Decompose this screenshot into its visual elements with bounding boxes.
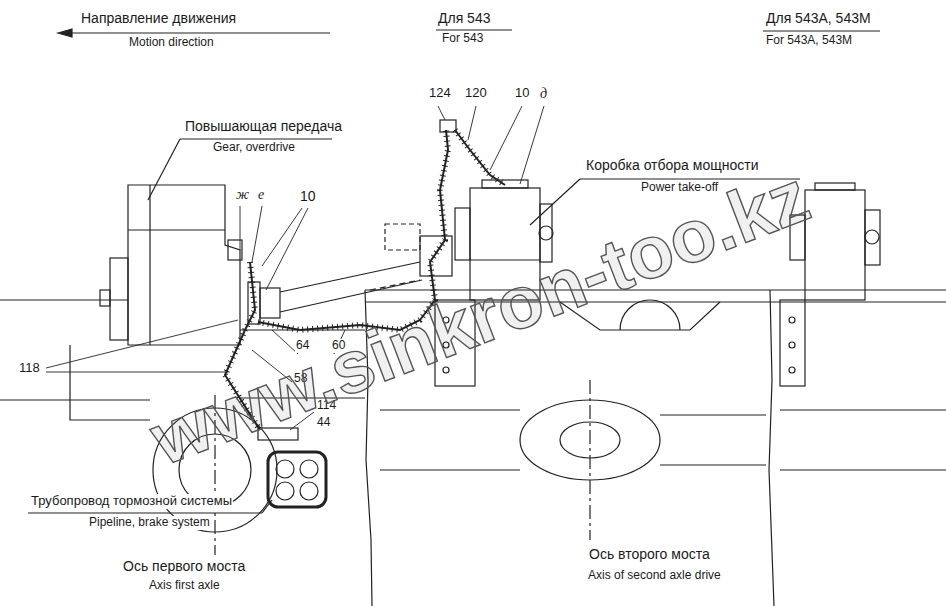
- drawing-line: [589, 380, 590, 540]
- drawing-line: [149, 185, 150, 345]
- drawing-rect: [268, 452, 326, 507]
- callout-letter: е: [257, 187, 265, 203]
- drawing-line: [370, 280, 420, 290]
- callout-number: 10: [514, 86, 530, 101]
- callout-number: 118: [18, 361, 41, 376]
- drawing-line: [763, 30, 880, 31]
- heading-text: Для 543А, 543М: [765, 10, 872, 26]
- drawing-path: [780, 410, 946, 470]
- drawing-circle: [300, 482, 318, 500]
- callout-letter: д: [539, 86, 548, 102]
- drawing-line: [490, 106, 522, 170]
- callout-number: 10: [299, 188, 317, 204]
- heading-text: For 543: [441, 32, 484, 46]
- drawing-line: [46, 320, 238, 368]
- drawing-path: [769, 290, 774, 606]
- drawing-path: [258, 130, 448, 330]
- drawing-line: [438, 106, 445, 120]
- drawing-polygon: [58, 29, 72, 37]
- drawing-path: [620, 300, 680, 330]
- drawing-line: [280, 280, 422, 312]
- drawing-rect: [865, 210, 880, 265]
- drawing-line: [262, 208, 302, 266]
- drawing-rect: [100, 290, 110, 306]
- part-name: Трубопровод тормозной системы: [30, 494, 233, 509]
- drawing-rect: [440, 120, 456, 132]
- drawing-rect: [260, 288, 280, 318]
- overdrive-gearbox: [100, 139, 332, 345]
- part-name: Gear, overdrive: [212, 141, 296, 155]
- drawing-line: [128, 229, 225, 230]
- axis-label: Axis of second axle drive: [587, 569, 722, 583]
- drawing-line: [520, 106, 544, 184]
- drawing-line: [46, 372, 228, 373]
- drawing-circle: [789, 317, 795, 323]
- heading-text: For 543A, 543M: [765, 34, 853, 48]
- drawing-line: [436, 29, 512, 30]
- axis-label: Ось второго моста: [588, 546, 711, 562]
- drawing-rect: [815, 183, 855, 190]
- drawing-circle: [539, 226, 553, 240]
- drawing-path: [70, 345, 150, 420]
- drawing-path: [380, 410, 766, 470]
- part-name: Коробка отбора мощности: [585, 157, 759, 173]
- drawing-line: [28, 512, 262, 513]
- drawing-circle: [789, 367, 795, 373]
- drawing-circle: [300, 460, 318, 478]
- drawing-circle: [789, 342, 795, 348]
- callout-letter: ж: [235, 187, 250, 203]
- drawing-line: [262, 500, 272, 513]
- drawing-line: [180, 138, 332, 139]
- drawing-rect: [110, 258, 128, 340]
- drawing-path: [455, 130, 505, 185]
- axis-label: Axis first axle: [148, 579, 221, 593]
- drawing-line: [468, 106, 476, 140]
- drawing-circle: [865, 230, 879, 244]
- watermark: www.sinkron-too.kz: [142, 159, 818, 478]
- heading-text: Для 543: [437, 10, 491, 26]
- drawing-line: [530, 179, 580, 225]
- drawing-line: [148, 139, 180, 200]
- part-name: Повышающая передача: [184, 118, 343, 134]
- drawing-line: [266, 208, 308, 290]
- drawing-circle: [276, 460, 294, 478]
- callout-number: 124: [428, 86, 452, 101]
- drawing-line: [252, 206, 262, 262]
- part-name: Pipeline, brake system: [88, 516, 211, 530]
- drawing-rect: [805, 190, 865, 300]
- axis-label: Ось первого моста: [122, 558, 246, 574]
- drawing-line: [66, 32, 330, 33]
- drawing-path: [455, 130, 505, 185]
- callout-number: 120: [464, 86, 488, 101]
- drawing-rect: [385, 224, 420, 250]
- drawing-rect: [780, 300, 805, 386]
- drawing-circle: [276, 482, 294, 500]
- drawing-path: [258, 130, 448, 330]
- drawing-line: [240, 206, 241, 250]
- drawing-path: [128, 185, 240, 345]
- heading-text: Motion direction: [128, 36, 215, 50]
- drawing-line: [280, 262, 420, 292]
- drawing-rect: [455, 208, 470, 260]
- second-axle: [380, 380, 946, 540]
- heading-text: Направление движения: [80, 10, 237, 26]
